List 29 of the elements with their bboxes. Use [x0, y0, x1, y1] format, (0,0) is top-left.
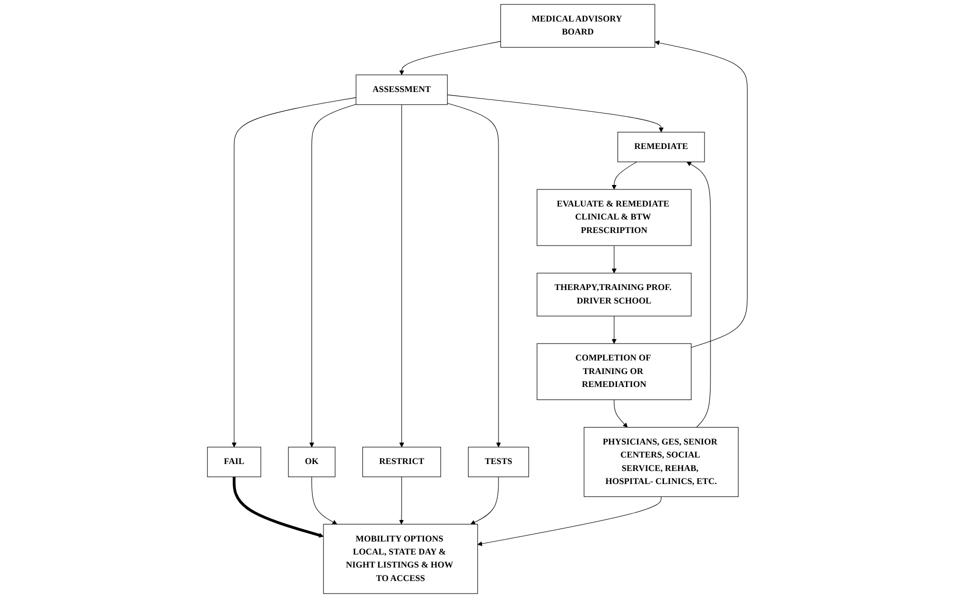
node-box: OK — [288, 446, 336, 478]
arrow — [232, 476, 324, 538]
node-box: REMEDIATE — [618, 132, 705, 162]
arrow — [312, 476, 338, 524]
node-box: PHYSICIANS, GES, SENIOR CENTERS, SOCIAL SERVICE, REHAB, HOSPITAL- CLINICS, ETC. — [584, 427, 739, 497]
node-box: COMPLETION OF TRAINING OR REMEDIATION — [536, 343, 692, 400]
node-box: MOBILITY OPTIONS LOCAL, STATE DAY & NIGHT LISTINGS & HOW TO ACCESS — [323, 524, 478, 594]
arrow — [399, 476, 404, 524]
arrow — [614, 399, 628, 428]
arrow — [612, 162, 638, 190]
arrow — [232, 97, 356, 448]
arrow — [612, 316, 617, 344]
node-box: ASSESSMENT — [356, 74, 448, 105]
arrow — [309, 104, 356, 448]
node-box: RESTRICT — [362, 446, 442, 478]
node-box: FAIL — [207, 446, 262, 478]
arrow — [686, 162, 711, 428]
node-box: MEDICAL ADVISORY BOARD — [500, 4, 656, 48]
node-box: EVALUATE & REMEDIATE CLINICAL & BTW PRESCRIPTION — [536, 189, 692, 246]
arrow — [399, 104, 404, 448]
arrow — [447, 102, 502, 448]
arrow — [470, 476, 499, 524]
arrow — [399, 41, 502, 76]
node-box: THERAPY,TRAINING PROF. DRIVER SCHOOL — [536, 272, 692, 316]
arrow — [478, 496, 662, 546]
arrow — [612, 245, 617, 274]
arrow — [447, 94, 664, 132]
arrow — [654, 40, 748, 348]
node-box: TESTS — [468, 446, 530, 478]
